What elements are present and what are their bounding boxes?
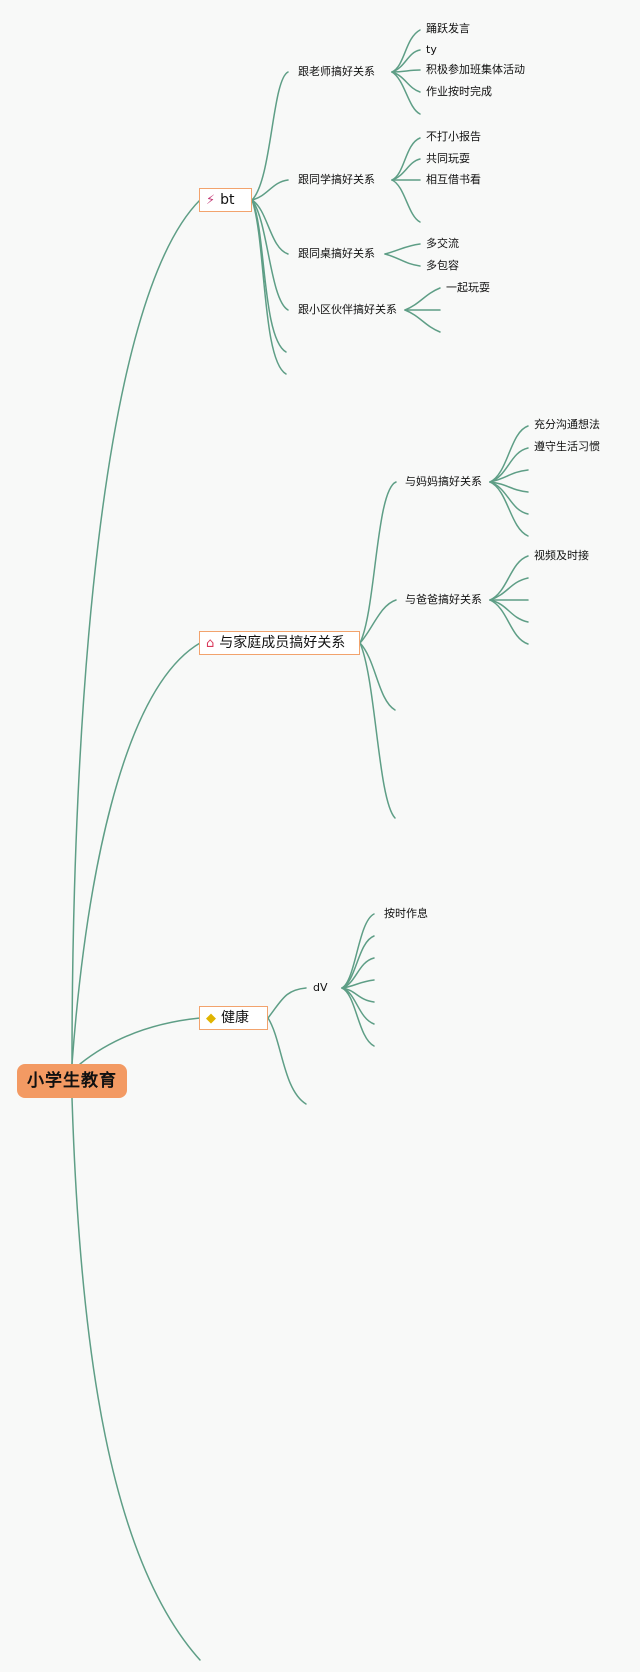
leaf-node[interactable]: 踊跃发言: [426, 22, 470, 36]
leaf-label: 不打小报告: [426, 130, 481, 143]
sub-node-deskmate[interactable]: 跟同桌搞好关系: [298, 247, 375, 261]
sub-node-teacher[interactable]: 跟老师搞好关系: [298, 65, 375, 79]
link-root-family: [71, 642, 201, 1065]
link-deskmate-leaf-1: [384, 243, 421, 255]
leaf-label: 视频及时接: [534, 549, 589, 562]
diamond-icon: ◆: [206, 1010, 216, 1026]
root-node[interactable]: 小学生教育: [17, 1064, 127, 1098]
leaf-label: 遵守生活习惯: [534, 440, 600, 453]
leaf-label: 作业按时完成: [426, 85, 492, 98]
sub-node-label: 与爸爸搞好关系: [405, 593, 482, 606]
branch-label: bt: [220, 192, 235, 208]
link-bt-empty-2: [251, 199, 287, 375]
link-dv-leaf-3: [341, 957, 375, 989]
sub-node-label: dV: [313, 981, 328, 994]
leaf-label: 多包容: [426, 259, 459, 272]
link-teacher-leaf-4: [391, 71, 421, 93]
leaf-node[interactable]: ty: [426, 43, 437, 57]
link-bt-neighbor: [251, 199, 289, 311]
sub-node-label: 跟同桌搞好关系: [298, 247, 375, 260]
leaf-node[interactable]: 共同玩耍: [426, 152, 470, 166]
link-teacher-leaf-1: [391, 29, 421, 73]
root-label: 小学生教育: [27, 1071, 117, 1091]
link-bt-teacher: [251, 71, 289, 201]
leaf-label: 踊跃发言: [426, 22, 470, 35]
link-root-empty: [71, 1097, 201, 1661]
link-mom-leaf-3: [489, 469, 529, 483]
link-root-bt: [71, 199, 201, 1065]
link-health-dv: [267, 987, 307, 1019]
leaf-label: 充分沟通想法: [534, 418, 600, 431]
sub-node-classmate[interactable]: 跟同学搞好关系: [298, 173, 375, 187]
link-dad-leaf-1: [489, 555, 529, 601]
link-neighbor-leaf-1: [404, 287, 441, 311]
leaf-node[interactable]: 视频及时接: [534, 549, 589, 563]
link-dad-leaf-2: [489, 577, 529, 601]
link-family-empty-2: [359, 642, 396, 819]
sub-node-neighbor[interactable]: 跟小区伙伴搞好关系: [298, 303, 397, 317]
link-teacher-leaf-3: [391, 69, 421, 73]
link-dad-leaf-5: [489, 599, 529, 645]
leaf-node[interactable]: 多包容: [426, 259, 459, 273]
link-health-empty: [267, 1017, 307, 1105]
link-dv-leaf-1: [341, 913, 375, 989]
sub-node-dad[interactable]: 与爸爸搞好关系: [405, 593, 482, 607]
link-dv-leaf-2: [341, 935, 375, 989]
link-dv-leaf-4: [341, 979, 375, 989]
link-root-health: [79, 1017, 201, 1065]
link-mom-leaf-1: [489, 425, 529, 483]
sub-node-dv[interactable]: dV: [313, 981, 328, 995]
leaf-label: 共同玩耍: [426, 152, 470, 165]
link-classmate-leaf-4: [391, 179, 421, 223]
leaf-node[interactable]: 相互借书看: [426, 173, 481, 187]
link-teacher-leaf-5: [391, 71, 421, 115]
leaf-node[interactable]: 积极参加班集体活动: [426, 63, 525, 77]
sub-node-label: 与妈妈搞好关系: [405, 475, 482, 488]
link-mom-leaf-4: [489, 481, 529, 493]
sub-node-label: 跟同学搞好关系: [298, 173, 375, 186]
leaf-node[interactable]: 多交流: [426, 237, 459, 251]
leaf-label: 按时作息: [384, 907, 428, 920]
link-bt-deskmate: [251, 199, 289, 255]
link-family-mom: [359, 481, 397, 644]
link-family-dad: [359, 599, 397, 644]
sub-node-label: 跟老师搞好关系: [298, 65, 375, 78]
leaf-node[interactable]: 遵守生活习惯: [534, 440, 600, 454]
leaf-node[interactable]: 作业按时完成: [426, 85, 492, 99]
leaf-label: 相互借书看: [426, 173, 481, 186]
sub-node-mom[interactable]: 与妈妈搞好关系: [405, 475, 482, 489]
magic-wand-icon: ⚡: [206, 192, 216, 208]
leaf-node[interactable]: 一起玩耍: [446, 281, 490, 295]
leaf-node[interactable]: 按时作息: [384, 907, 428, 921]
leaf-label: 积极参加班集体活动: [426, 63, 525, 76]
link-dv-leaf-7: [341, 987, 375, 1047]
link-mom-leaf-6: [489, 481, 529, 537]
leaf-label: ty: [426, 43, 437, 56]
leaf-node[interactable]: 不打小报告: [426, 130, 481, 144]
link-family-empty-1: [359, 642, 396, 711]
link-mom-leaf-2: [489, 447, 529, 483]
sub-node-label: 跟小区伙伴搞好关系: [298, 303, 397, 316]
branch-label: 与家庭成员搞好关系: [219, 635, 346, 651]
link-neighbor-leaf-3: [404, 309, 441, 333]
branch-label: 健康: [221, 1010, 249, 1026]
link-dad-leaf-4: [489, 599, 529, 623]
leaf-node[interactable]: 充分沟通想法: [534, 418, 600, 432]
branch-node-health[interactable]: ◆ 健康: [199, 1006, 268, 1030]
leaf-label: 多交流: [426, 237, 459, 250]
branch-node-bt[interactable]: ⚡ bt: [199, 188, 252, 212]
link-teacher-leaf-2: [391, 49, 421, 73]
branch-node-family[interactable]: ⌂ 与家庭成员搞好关系: [199, 631, 360, 655]
home-icon: ⌂: [206, 635, 215, 651]
link-deskmate-leaf-2: [384, 253, 421, 267]
link-classmate-leaf-2: [391, 158, 421, 181]
link-bt-classmate: [251, 179, 289, 201]
leaf-label: 一起玩耍: [446, 281, 490, 294]
link-classmate-leaf-1: [391, 137, 421, 181]
